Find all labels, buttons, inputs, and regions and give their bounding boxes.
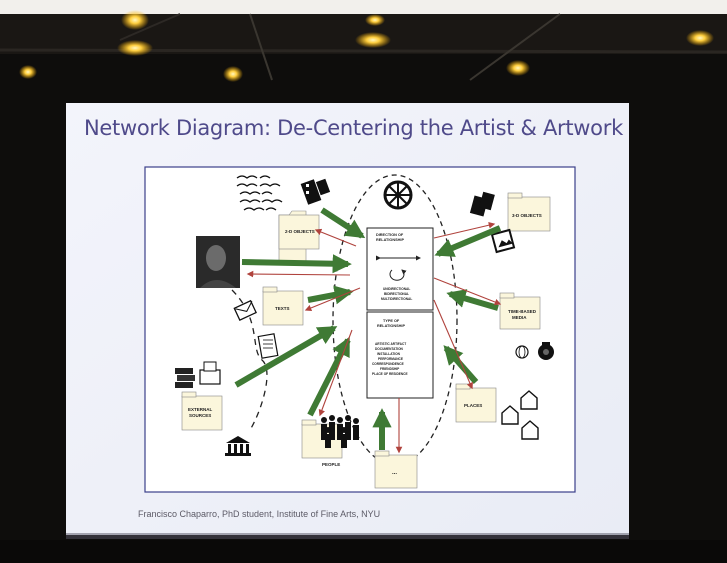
folder-places — [455, 383, 497, 423]
projector-spotlight-icon — [19, 10, 714, 82]
type-title-1: TYPE OF — [383, 319, 400, 323]
museum-building-icon — [225, 436, 251, 456]
folder-other — [374, 450, 418, 489]
direction-sub-2: BIDIRECTIONAL — [384, 292, 409, 296]
node-label-places: PLACES — [464, 403, 482, 408]
type-item-7: PLACE OF RESIDENCE — [372, 372, 408, 376]
red-arrows — [246, 221, 502, 454]
direction-sub-1: UNIDIRECTIONAL — [383, 287, 410, 291]
direction-box — [366, 227, 434, 311]
node-label-other: ... — [392, 470, 397, 476]
people-group-icon — [321, 415, 359, 448]
type-item-4: PERFORMANCE — [378, 357, 403, 361]
folder-texts — [262, 286, 304, 326]
direction-sub-3: MULTIDIRECTIONAL — [381, 297, 412, 301]
camera-icon — [538, 342, 554, 360]
folder-time-based-media — [499, 292, 541, 330]
type-box — [366, 311, 434, 399]
type-item-2: DOCUMENTATION — [375, 347, 404, 351]
document-icon — [257, 333, 279, 359]
node-label-texts: TEXTS — [275, 306, 290, 311]
direction-title-2: RELATIONSHIP — [376, 238, 404, 242]
type-title-2: RELATIONSHIP — [377, 324, 405, 328]
green-arrows — [234, 207, 502, 450]
envelope-icon — [233, 299, 257, 322]
folder-3d-objects — [507, 192, 551, 232]
folder-2d-objects — [278, 210, 320, 262]
node-label-time-based-1: TIME-BASED — [508, 309, 537, 314]
direction-title-1: DIRECTION OF — [376, 233, 404, 237]
slide-title: Network Diagram: De-Centering the Artist… — [84, 116, 623, 140]
type-item-6: FRIENDSHIP — [380, 367, 400, 371]
picture-frame-icon — [490, 228, 516, 254]
type-item-1: ARTISTIC ARTIFACT — [375, 342, 406, 346]
node-label-external-1: EXTERNAL — [188, 407, 213, 412]
books-icon — [175, 368, 195, 388]
node-label-people: PEOPLE — [322, 462, 340, 467]
film-strip-icon — [300, 178, 331, 205]
center-dashed-ellipse — [332, 174, 458, 466]
slide-caption: Francisco Chaparro, PhD student, Institu… — [138, 509, 381, 519]
portrait-photo-icon — [196, 236, 240, 288]
type-item-3: INSTALLATION — [377, 352, 401, 356]
house-icon — [501, 390, 539, 440]
node-label-3d-objects: 3-D OBJECTS — [512, 213, 542, 218]
node-label-time-based-2: MEDIA — [512, 315, 527, 320]
node-label-external-2: SOURCES — [189, 413, 211, 418]
film-camera-icon — [469, 191, 495, 217]
globe-icon — [515, 345, 529, 359]
type-item-5: CORRESPONDENCE — [372, 362, 404, 366]
film-reel-icon — [383, 180, 413, 210]
node-label-2d-objects: 2-D OBJECTS — [285, 229, 315, 234]
printer-icon — [199, 361, 221, 385]
folder-external-sources — [181, 391, 223, 431]
sketches-icon — [236, 175, 283, 211]
